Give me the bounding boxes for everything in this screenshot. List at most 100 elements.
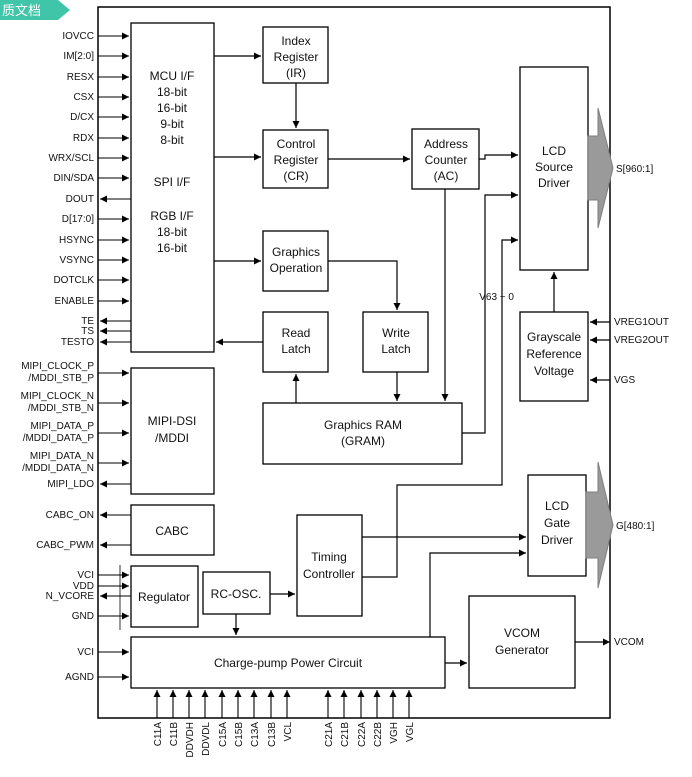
write-latch-block [362,311,429,373]
pin-label-im: IM[2:0] [63,51,94,62]
pin-label-mddi-data-p: /MDDI_DATA_P [23,433,95,444]
vreg2out-label: VREG2OUT [614,335,669,346]
mcu-interface-block [130,22,215,353]
pin-label-c13b: C13B [267,722,278,747]
index-register-label-3: (IR) [286,66,306,80]
timing-controller-label-2: Controller [303,567,355,581]
v63-label: V63 ~ 0 [479,292,514,303]
chip-outline [97,6,611,719]
mcu-label-line-5: 8-bit [160,133,184,147]
pin-label-c11b: C11B [169,722,180,747]
corner-tab: 质文档 [0,0,70,20]
pin-label-rdx: RDX [73,133,94,144]
graphics-operation-label-2: Operation [270,261,323,275]
graphics-ram-label-2: (GRAM) [341,434,385,448]
timing-controller-block [296,514,363,617]
pin-label-testo: TESTO [61,337,94,348]
gate-driver-label-2: Gate [544,516,570,530]
pin-label-mipi-clock-n: MIPI_CLOCK_N [21,391,94,402]
pin-label-enable: ENABLE [55,296,95,307]
pin-label-dotclk: DOTCLK [53,275,94,286]
pin-label-c21a: C21A [324,722,335,747]
mipi-dsi-label-2: /MDDI [155,431,189,445]
vcom-generator-label-1: VCOM [504,626,540,640]
vcom-generator-label-2: Generator [495,643,549,657]
mcu-label-rgb: RGB I/F [150,209,193,223]
mipi-dsi-block [130,367,215,495]
pin-label-vci-2: VCI [77,647,94,658]
cabc-block [130,504,215,556]
timing-controller-label-1: Timing [311,550,347,564]
source-driver-label-3: Driver [538,176,570,190]
source-driver-label-2: Source [535,160,573,174]
pin-label-gnd: GND [72,611,94,622]
pin-label-wrx-scl: WRX/SCL [48,153,94,164]
gate-driver-label-3: Driver [541,533,573,547]
control-register-label-1: Control [277,137,316,151]
pin-label-resx: RESX [67,72,95,83]
mipi-dsi-label-1: MIPI-DSI [148,414,197,428]
mcu-label-spi: SPI I/F [154,175,191,189]
pin-label-ddvdl: DDVDL [201,722,212,756]
mcu-label-line-1: MCU I/F [150,69,195,83]
pin-label-c13a: C13A [250,722,261,747]
pin-label-c15b: C15B [234,722,245,747]
charge-pump-label: Charge-pump Power Circuit [214,656,363,670]
pin-label-csx: CSX [73,92,94,103]
pin-label-vgl: VGL [405,722,416,742]
vreg1out-label: VREG1OUT [614,317,669,328]
grayscale-label-3: Voltage [534,364,574,378]
pin-label-din-sda: DIN/SDA [53,173,94,184]
index-register-label-1: Index [281,34,310,48]
mcu-label-line-2: 18-bit [157,85,188,99]
grayscale-label-1: Grayscale [527,330,581,344]
pin-label-agnd: AGND [65,672,94,683]
pin-label-vcl: VCL [283,722,294,742]
source-output-label: S[960:1] [616,164,653,175]
pin-label-c22b: C22B [373,722,384,747]
pin-label-mipi-ldo: MIPI_LDO [47,479,94,490]
read-latch-label-1: Read [282,326,311,340]
write-latch-label-1: Write [382,326,410,340]
pin-label-n-vcore: N_VCORE [46,591,95,602]
source-output-arrow [587,107,614,229]
mcu-label-line-4: 9-bit [160,117,184,131]
pin-label-ddvdh: DDVDH [185,722,196,758]
pin-label-mddi-stb-n: /MDDI_STB_N [28,403,94,414]
pin-label-vgh: VGH [389,722,400,744]
pin-label-c15a: C15A [218,722,229,747]
mcu-label-rgb-18: 18-bit [157,225,188,239]
pin-label-c22a: C22A [357,722,368,747]
grayscale-label-2: Reference [526,347,582,361]
pin-label-mddi-data-n: /MDDI_DATA_N [22,463,94,474]
read-latch-label-2: Latch [281,342,310,356]
pin-label-hsync: HSYNC [59,235,94,246]
pin-label-data-bus: D[17:0] [62,214,94,225]
pin-label-te: TE [81,316,94,327]
write-latch-label-2: Latch [381,342,410,356]
pin-label-ts: TS [81,326,94,337]
tab-text: 质文档 [2,3,41,18]
pin-label-mipi-data-n: MIPI_DATA_N [30,451,94,462]
vcom-generator-block [468,595,576,689]
index-register-label-2: Register [274,50,319,64]
pin-label-dcx: D/CX [70,112,94,123]
regulator-label: Regulator [138,590,190,604]
vgs-label: VGS [614,375,635,386]
graphics-ram-label-1: Graphics RAM [324,418,402,432]
pin-label-mipi-clock-p: MIPI_CLOCK_P [21,361,94,372]
address-counter-label-1: Address [424,137,468,151]
source-driver-label-1: LCD [542,144,566,158]
mcu-label-rgb-16: 16-bit [157,241,188,255]
pin-label-dout: DOUT [66,194,94,205]
control-register-label-2: Register [274,153,319,167]
gate-driver-label-1: LCD [545,499,569,513]
pin-label-mipi-data-p: MIPI_DATA_P [30,421,94,432]
pin-label-vci: VCI [77,570,94,581]
graphics-operation-label-1: Graphics [272,245,320,259]
pin-label-iovcc: IOVCC [62,31,94,42]
mcu-label-line-3: 16-bit [157,101,188,115]
pin-label-vsync: VSYNC [60,255,94,266]
address-counter-label-3: (AC) [434,169,459,183]
